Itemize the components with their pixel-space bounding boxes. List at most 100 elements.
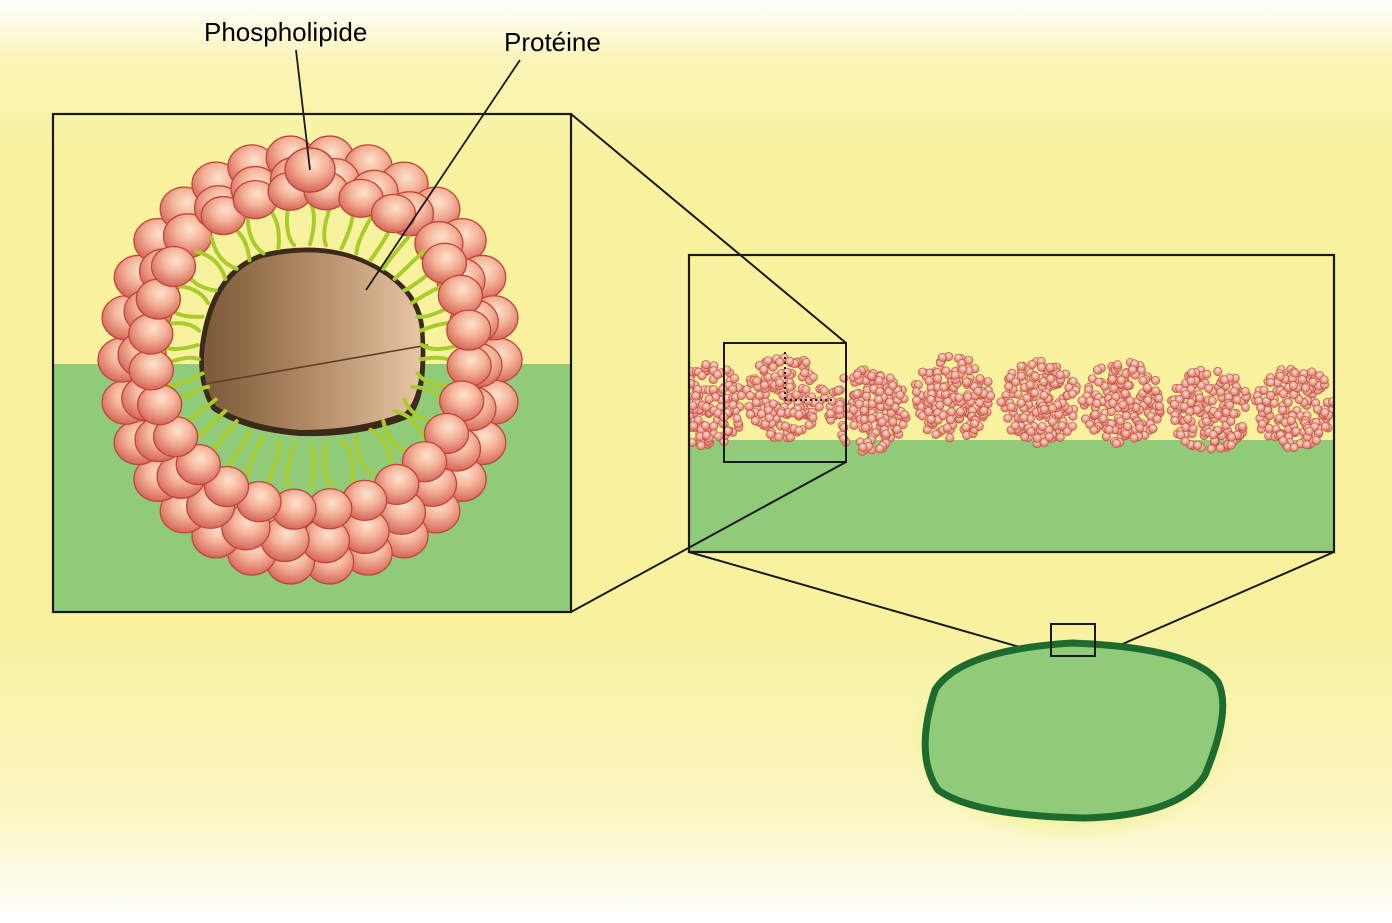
particle-head: [1155, 402, 1163, 410]
particle-head: [679, 403, 687, 411]
phospholipid-tail: [395, 252, 424, 279]
particle-head: [1266, 378, 1274, 386]
particle-head: [1292, 427, 1300, 435]
particle-head: [705, 395, 713, 403]
particle-head: [1046, 363, 1054, 371]
particle-head: [951, 371, 959, 379]
emulsion-droplet: [904, 624, 1240, 840]
particle-head: [927, 396, 935, 404]
particle-head: [997, 398, 1005, 406]
particle-head: [876, 445, 884, 453]
particle-head: [1276, 372, 1284, 380]
particle-head: [912, 396, 920, 404]
particle-head: [760, 365, 768, 373]
particle-head: [1241, 387, 1249, 395]
particle-head: [1193, 441, 1201, 449]
particle-head: [714, 432, 722, 440]
particle-head: [795, 426, 803, 434]
particle-head: [955, 394, 963, 402]
particle-head: [867, 372, 875, 380]
particle-head: [1033, 434, 1041, 442]
particle-head: [766, 430, 774, 438]
phospholipid-head: [138, 385, 182, 425]
particle-head: [675, 416, 683, 424]
particle-head: [1289, 382, 1297, 390]
particle-head: [681, 435, 689, 443]
particle-head: [709, 422, 717, 430]
phospholipid-tail: [357, 215, 373, 253]
particle-head: [1123, 422, 1131, 430]
particle-head: [1216, 444, 1224, 452]
particle-head: [1312, 436, 1320, 444]
particle-head: [1214, 367, 1222, 375]
lipoprotein-particle: [1078, 358, 1164, 447]
particle-head: [1149, 424, 1157, 432]
particle-head: [673, 390, 681, 398]
particle-head: [1227, 433, 1235, 441]
particle-head: [1119, 401, 1127, 409]
particle-head: [680, 396, 688, 404]
particle-head: [1287, 417, 1295, 425]
particle-head: [753, 377, 761, 385]
particle-head: [980, 406, 988, 414]
particle-head: [1209, 431, 1217, 439]
particle-head: [944, 398, 952, 406]
particle-head: [1028, 360, 1036, 368]
particle-head: [853, 390, 861, 398]
particle-head: [729, 401, 737, 409]
particle-head: [775, 433, 783, 441]
phospholipid-head: [129, 350, 173, 390]
particle-head: [912, 388, 920, 396]
lipoprotein-particle: [1251, 365, 1338, 452]
particle-head: [874, 396, 882, 404]
particle-head: [781, 422, 789, 430]
particle-head: [878, 418, 886, 426]
particle-head: [965, 356, 973, 364]
particle-head: [959, 365, 967, 373]
particle-head: [776, 379, 784, 387]
particle-head: [662, 409, 670, 417]
particle-head: [984, 378, 992, 386]
particle-head: [1143, 384, 1151, 392]
particle-head: [1301, 384, 1309, 392]
particle-head: [809, 373, 817, 381]
particle-head: [860, 415, 868, 423]
particle-head: [888, 382, 896, 390]
particle-head: [834, 386, 842, 394]
particle-head: [689, 422, 697, 430]
particle-head: [946, 434, 954, 442]
particle-head: [719, 385, 727, 393]
particle-head: [1308, 368, 1316, 376]
particle-head: [667, 379, 675, 387]
particle-head: [698, 372, 706, 380]
particle-head: [1108, 375, 1116, 383]
particle-head: [1128, 366, 1136, 374]
particle-head: [755, 391, 763, 399]
particle-head: [1187, 369, 1195, 377]
particle-head: [963, 393, 971, 401]
particle-head: [1258, 420, 1266, 428]
connector-right: [1095, 552, 1334, 656]
particle-head: [802, 358, 810, 366]
particle-head: [1278, 406, 1286, 414]
particle-head: [976, 374, 984, 382]
particle-head: [1056, 433, 1064, 441]
phospholipid-head: [129, 314, 173, 354]
particle-head: [962, 378, 970, 386]
particle-head: [1091, 410, 1099, 418]
particle-head: [795, 411, 803, 419]
particle-head: [692, 392, 700, 400]
particle-head: [1058, 422, 1066, 430]
particle-head: [889, 418, 897, 426]
particle-head: [681, 385, 689, 393]
particle-head: [1048, 404, 1056, 412]
particle-head: [678, 410, 686, 418]
particle-head: [697, 442, 705, 450]
particle-head: [677, 386, 685, 394]
particle-head: [1045, 433, 1053, 441]
particle-head: [1007, 403, 1015, 411]
particle-head: [1113, 361, 1121, 369]
particle-head: [974, 387, 982, 395]
particle-head: [962, 423, 970, 431]
particle-head: [850, 421, 858, 429]
